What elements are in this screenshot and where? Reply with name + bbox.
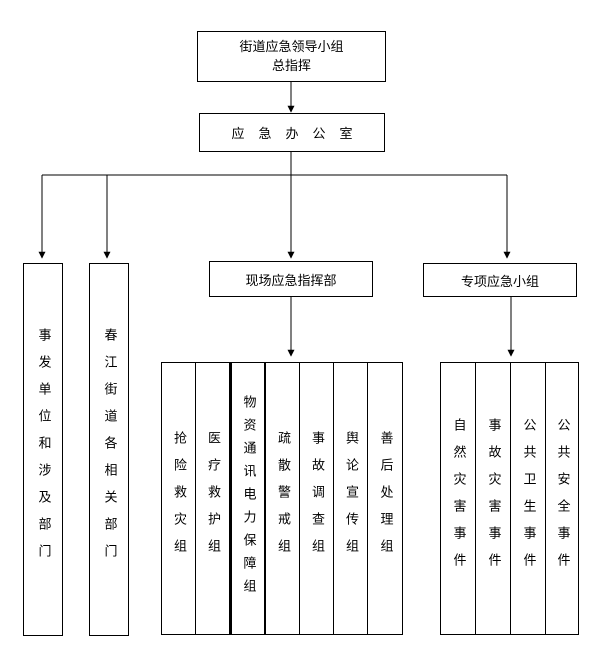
field-group-investigation: 事故调查组: [300, 363, 334, 634]
left-box-label: 事发单位和涉及部门: [35, 328, 51, 571]
field-group-label: 医疗救护组: [205, 431, 220, 566]
field-group-label: 事故调查组: [309, 431, 324, 566]
emergency-office-label: 应急办公室: [231, 127, 367, 142]
field-command-box: 现场应急指挥部: [209, 261, 373, 297]
field-group-rescue: 抢险救灾组: [162, 363, 196, 634]
field-group-label: 疏散警戒组: [275, 431, 290, 566]
left-box-label: 春江街道各相关部门: [101, 328, 117, 571]
field-group-evacuation: 疏散警戒组: [266, 363, 300, 634]
emergency-office-box: 应急办公室: [199, 113, 385, 152]
special-group-natural: 自然灾害事件: [441, 363, 476, 634]
leadership-group-title: 街道应急领导小组: [239, 39, 344, 55]
special-group-label: 事故灾害事件: [485, 417, 501, 580]
left-box-incident-units: 事发单位和涉及部门: [23, 263, 63, 636]
special-group-label: 公共安全事件: [554, 417, 570, 580]
field-group-label: 抢险救灾组: [171, 431, 186, 566]
special-group-label: 公共卫生事件: [520, 417, 536, 580]
field-group-supply: 物资通讯电力保障组: [230, 363, 266, 634]
special-group-health: 公共卫生事件: [511, 363, 546, 634]
field-group-medical: 医疗救护组: [196, 363, 230, 634]
field-group-publicity: 舆论宣传组: [334, 363, 368, 634]
field-groups-container: 抢险救灾组 医疗救护组 物资通讯电力保障组 疏散警戒组 事故调查组 舆论宣传组 …: [161, 362, 403, 635]
special-groups-box: 专项应急小组: [423, 263, 577, 297]
left-box-street-departments: 春江街道各相关部门: [89, 263, 129, 636]
field-group-label: 舆论宣传组: [343, 431, 358, 566]
special-group-label: 自然灾害事件: [450, 417, 466, 580]
field-group-aftermath: 善后处理组: [368, 363, 402, 634]
commander-title: 总指挥: [271, 58, 311, 74]
special-groups-label: 专项应急小组: [460, 274, 539, 290]
special-subgroups-container: 自然灾害事件 事故灾害事件 公共卫生事件 公共安全事件: [440, 362, 579, 635]
leadership-group-box: 街道应急领导小组 总指挥: [197, 31, 386, 82]
field-group-label: 善后处理组: [377, 431, 393, 566]
special-group-accident: 事故灾害事件: [476, 363, 511, 634]
field-command-label: 现场应急指挥部: [245, 273, 337, 289]
special-group-security: 公共安全事件: [546, 363, 578, 634]
field-group-label: 物资通讯电力保障组: [240, 395, 256, 602]
